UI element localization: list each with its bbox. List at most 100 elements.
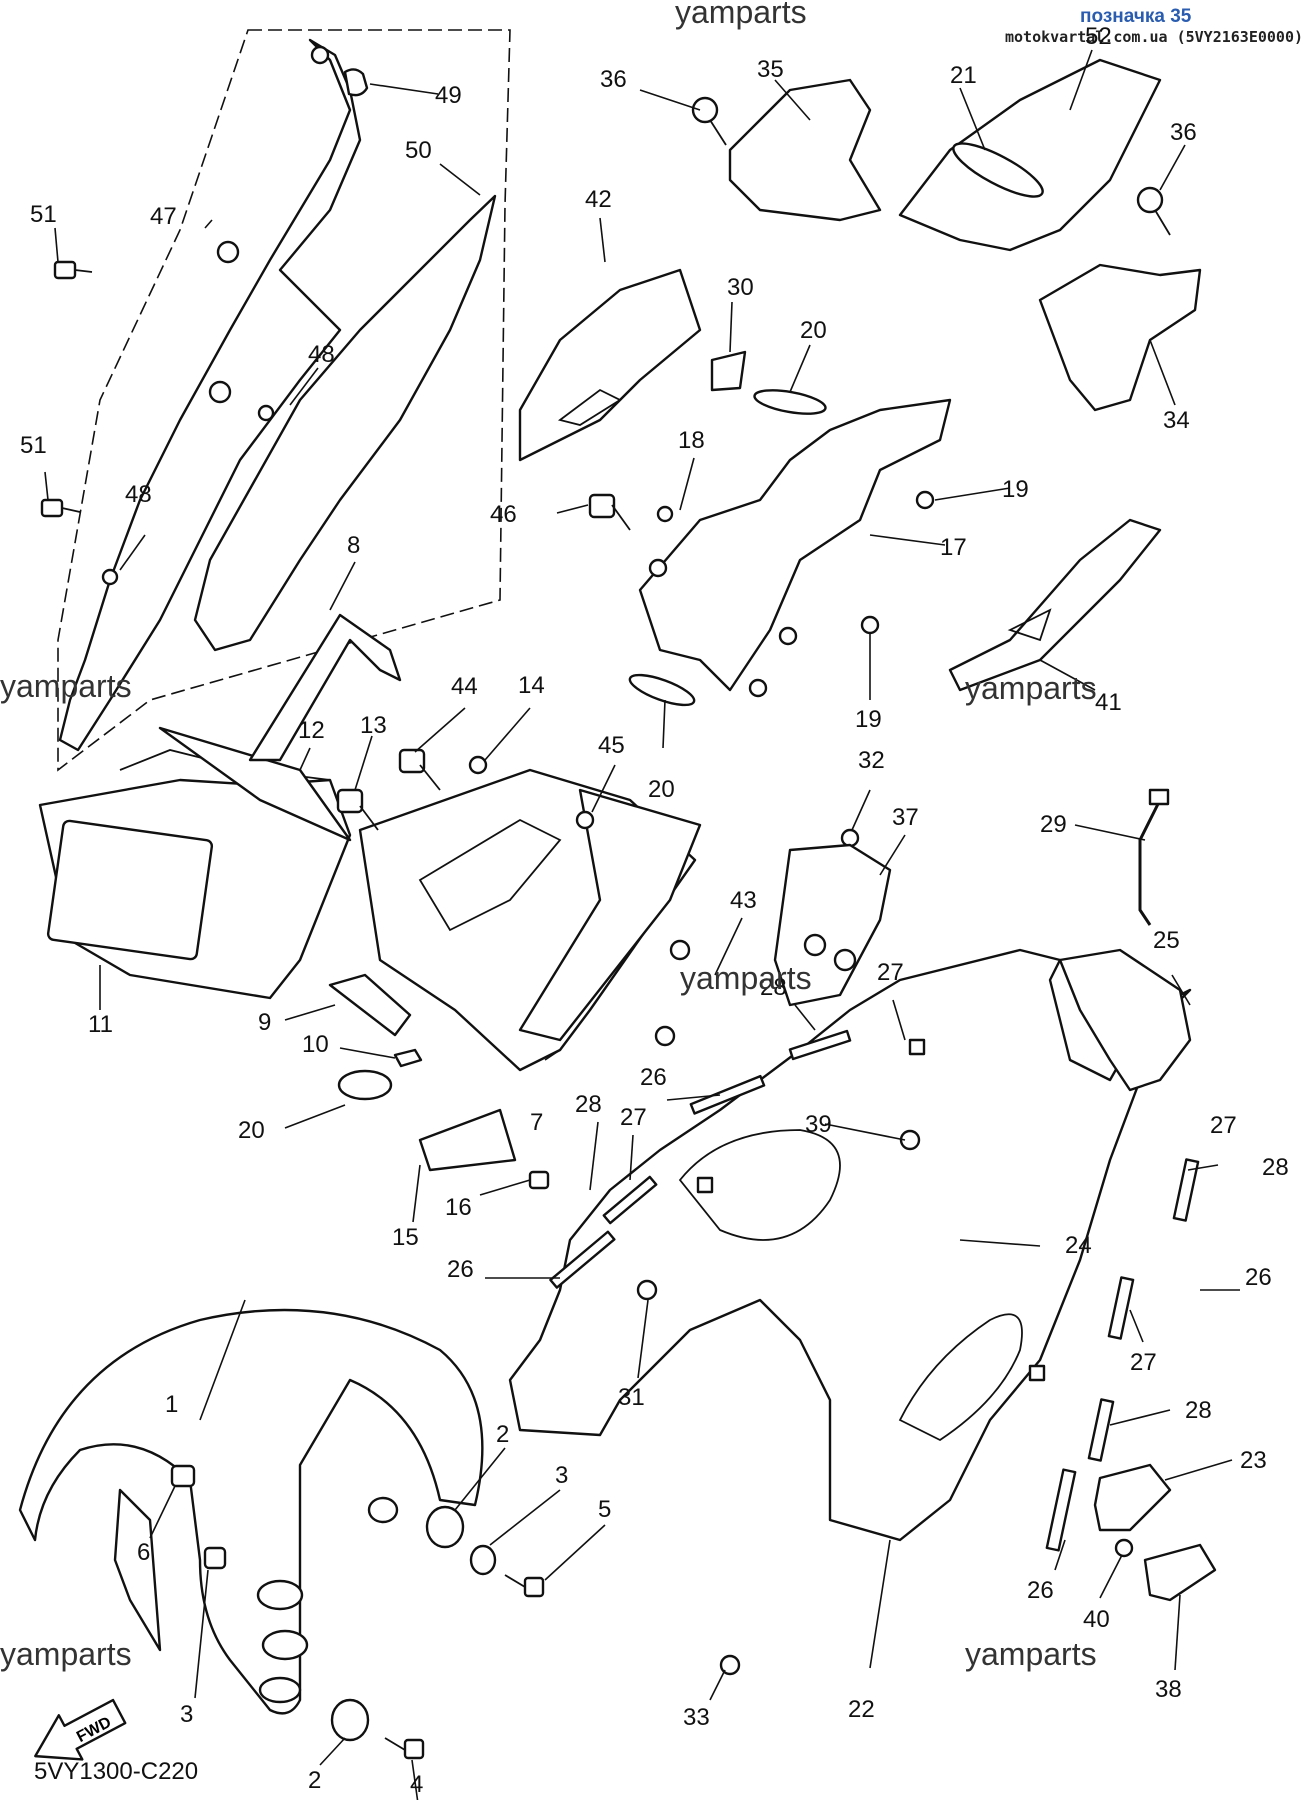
- callout-20: 20: [238, 1117, 265, 1144]
- callout-48b: 48: [125, 481, 152, 508]
- part-29-head: [1148, 788, 1170, 806]
- callout-20c: 20: [648, 776, 675, 803]
- callout-14: 14: [518, 672, 545, 699]
- part-43-nut: [669, 939, 691, 961]
- part-45-grommet: [575, 810, 595, 830]
- assembly-frame-47: [57, 29, 511, 772]
- part-25-panel: [1058, 948, 1192, 1092]
- callout-26c: 26: [1245, 1264, 1272, 1291]
- callout-3b: 3: [555, 1462, 568, 1489]
- part-20-clip: [337, 1069, 393, 1101]
- callout-36b: 36: [1170, 119, 1197, 146]
- part-28-strip: [1172, 1158, 1200, 1222]
- callout-2b: 2: [496, 1421, 509, 1448]
- callout-26b: 26: [447, 1256, 474, 1283]
- callout-28c: 28: [575, 1091, 602, 1118]
- part-51-bolt-upper: [53, 260, 93, 280]
- part-20-clip: [628, 673, 696, 707]
- part-6-nut: [170, 1464, 196, 1488]
- source-site: motokvartal.com.ua (5VY2163E0000): [1005, 28, 1303, 46]
- part-30-clip: [710, 350, 747, 392]
- part-35-bracket: [728, 78, 882, 222]
- part-10-pin: [393, 1048, 423, 1068]
- part-33-rivet: [719, 1654, 741, 1676]
- part-2-collar: [425, 1505, 465, 1549]
- part-32-nut: [840, 828, 860, 848]
- part-19-nut: [915, 490, 935, 510]
- diagram-code: 5VY1300-C220: [34, 1758, 199, 1785]
- part-16-bolt: [528, 1170, 550, 1190]
- part-23-pad: [1093, 1463, 1172, 1532]
- callout-41: 41: [1095, 689, 1122, 716]
- part-26-strip: [549, 1230, 616, 1289]
- part-8-bracket: [248, 613, 402, 762]
- part-4-bolt: [384, 1737, 425, 1760]
- part-43-nut: [654, 1025, 676, 1047]
- part-17-stay: [638, 398, 952, 692]
- callout-48: 48: [308, 341, 335, 368]
- part-31-clip: [636, 1279, 658, 1301]
- part-27-pad: [1028, 1364, 1046, 1382]
- leader-lines: [44, 49, 1240, 1800]
- part-1-fender: [18, 1308, 484, 1715]
- callout-49: 49: [435, 82, 462, 109]
- hole: [258, 1676, 302, 1704]
- callout-28: 28: [760, 974, 787, 1001]
- part-5-bolt: [504, 1574, 545, 1598]
- callout-46: 46: [490, 501, 517, 528]
- part-40-nut: [1114, 1538, 1134, 1558]
- part-9-holder: [328, 973, 412, 1037]
- callout-31: 31: [618, 1384, 645, 1411]
- callout-16: 16: [445, 1194, 472, 1221]
- part-19-nut: [860, 615, 880, 635]
- part-27-pad: [696, 1176, 714, 1194]
- hole: [367, 1496, 399, 1524]
- part-3-washer: [469, 1544, 497, 1576]
- callout-10: 10: [302, 1031, 329, 1058]
- callout-5: 5: [598, 1496, 611, 1523]
- callout-15: 15: [392, 1224, 419, 1251]
- callout-22: 22: [848, 1696, 875, 1723]
- callout-13: 13: [360, 712, 387, 739]
- part-13-bolt: [336, 788, 379, 831]
- callout-28b: 28: [1262, 1154, 1289, 1181]
- part-36-screw: [1136, 186, 1171, 236]
- watermark: yamparts: [965, 670, 1097, 706]
- callout-23: 23: [1240, 1447, 1267, 1474]
- part-37-block: [773, 843, 892, 1007]
- part-41-cover: [948, 518, 1162, 692]
- callout-27d: 27: [1130, 1349, 1157, 1376]
- callout-26d: 26: [1027, 1577, 1054, 1604]
- callout-6: 6: [137, 1539, 150, 1566]
- callout-51: 51: [30, 201, 57, 228]
- part-48-grommet: [257, 404, 275, 422]
- part-28-strip: [788, 1029, 852, 1061]
- part-38-plate: [1143, 1543, 1217, 1602]
- watermark: yamparts: [965, 1636, 1097, 1672]
- part-21-band: [952, 142, 1044, 198]
- diagram-label: позначка 35: [1080, 6, 1192, 27]
- callout-52: 52: [1085, 23, 1112, 50]
- hole: [310, 45, 330, 65]
- callout-3: 3: [180, 1701, 193, 1728]
- callout-2: 2: [308, 1767, 321, 1794]
- part-18-nut: [656, 505, 674, 523]
- part-14-nut: [468, 755, 488, 775]
- callout-12: 12: [298, 717, 325, 744]
- callout-33: 33: [683, 1704, 710, 1731]
- callout-7: 7: [530, 1109, 543, 1136]
- callout-19b: 19: [855, 706, 882, 733]
- part-50-side-panel: [193, 194, 497, 652]
- part-36-screw: [691, 96, 727, 146]
- callout-44: 44: [451, 673, 478, 700]
- callout-30: 30: [727, 274, 754, 301]
- callout-8: 8: [347, 532, 360, 559]
- part-26-strip: [1045, 1468, 1077, 1552]
- part-29-tie: [1138, 799, 1162, 926]
- part-3-grommet: [203, 1546, 227, 1570]
- callout-28d: 28: [1185, 1397, 1212, 1424]
- callout-39: 39: [805, 1111, 832, 1138]
- callout-40: 40: [1083, 1606, 1110, 1633]
- callout-25: 25: [1153, 927, 1180, 954]
